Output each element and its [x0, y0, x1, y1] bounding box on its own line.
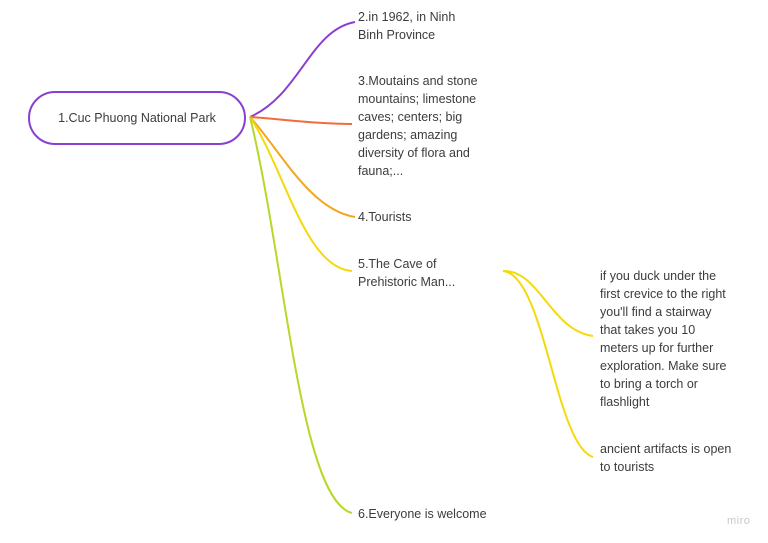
branch-node-6[interactable]: 6.Everyone is welcome: [358, 507, 487, 521]
branch-node-4[interactable]: 4.Tourists: [358, 210, 412, 224]
edge-n5-n5a: [502, 269, 594, 337]
root-node[interactable]: 1.Cuc Phuong National Park: [28, 91, 246, 145]
branch-node-5[interactable]: 5.The Cave of Prehistoric Man...: [358, 257, 456, 289]
edge-root-n2: [249, 21, 356, 118]
branch-node-3[interactable]: 3.Moutains and stone mountains; limeston…: [358, 74, 478, 178]
sub-node-5b[interactable]: ancient artifacts is open to tourists: [600, 442, 732, 474]
edge-root-n4: [249, 116, 356, 218]
root-node-label: 1.Cuc Phuong National Park: [58, 111, 216, 125]
edge-root-n3: [249, 116, 353, 125]
branch-node-2[interactable]: 2.in 1962, in Ninh Binh Province: [358, 10, 456, 42]
edge-n5-n5b: [502, 270, 594, 458]
sub-node-5a[interactable]: if you duck under the first crevice to t…: [600, 269, 727, 409]
edge-root-n5: [249, 116, 353, 272]
edge-root-n6: [249, 116, 353, 514]
miro-watermark: miro: [727, 515, 751, 527]
